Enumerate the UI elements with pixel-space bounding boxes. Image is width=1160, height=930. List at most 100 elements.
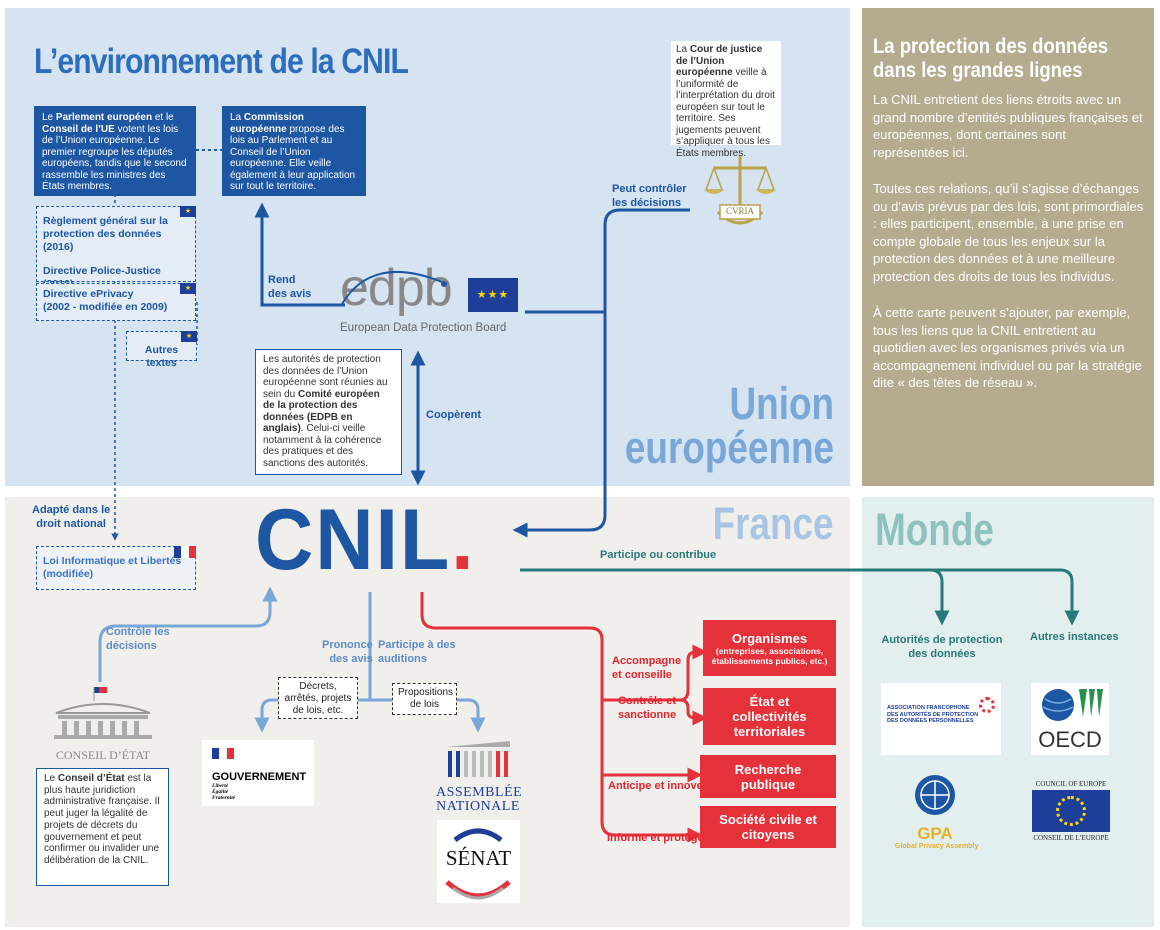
assemblee-text: ASSEMBLÉE NATIONALE (436, 786, 522, 814)
autorites-line1: Autorités de protection (881, 634, 1003, 646)
autres-textes-box: ★ Autres textes (126, 331, 197, 369)
informe-label: Informe et protège (607, 832, 704, 844)
conseil-desc-text: est la plus haute juridiction administra… (44, 773, 160, 866)
rend-avis-arrow (254, 202, 345, 307)
parlement-text: votent les lois de l’Union européenne. L… (42, 123, 187, 193)
sidebar-panel (862, 8, 1154, 486)
assemblee-arrow (370, 698, 486, 733)
coe-flag-icon (1032, 790, 1110, 832)
conseil-desc-name: Conseil d’État (57, 773, 125, 784)
commission-name: Commission européenne (230, 112, 304, 135)
parlement-name: Parlement européen (55, 112, 153, 123)
controle-sanct-line2: sanctionne (618, 709, 677, 721)
conseil-ue-name: Conseil de l’UE (42, 123, 115, 135)
edpb-swoosh-icon (341, 271, 447, 305)
region-ue-line1: Union (729, 378, 834, 429)
afapdp-logo: ASSOCIATION FRANCOPHONE DES AUTORITÉS DE… (881, 683, 1001, 755)
peut-controler-line1: Peut contrôler (612, 183, 687, 195)
commission-text: La (230, 112, 244, 123)
societe-civile-box: Société civile et citoyens (700, 806, 836, 848)
etat-line2: collectivités (732, 709, 807, 724)
gpa-logo: GPA Global Privacy Assembly (895, 770, 979, 860)
controle-sanct-line1: Contrôle et (618, 695, 677, 707)
parlement-box: Le Parlement européen et le Conseil de l… (34, 106, 196, 196)
controle-line1: Contrôle les (106, 626, 170, 638)
adapte-line2: droit national (36, 518, 106, 530)
assemblee-building-icon (446, 741, 510, 777)
peut-controler-label: Peut contrôler les décisions (612, 182, 687, 210)
adapte-label: Adapté dans le droit national (32, 503, 110, 531)
gpa-text: GPA (917, 824, 953, 843)
sidebar-title-line2: dans les grandes lignes (873, 59, 1083, 82)
etat-line3: territoriales (733, 724, 806, 739)
red-main-arrow (420, 592, 703, 843)
adapte-line1: Adapté dans le (32, 504, 111, 516)
sidebar-title-line1: La protection des données (873, 35, 1109, 58)
peut-controler-line2: les décisions (612, 197, 682, 209)
globe-icon (1042, 689, 1103, 721)
autorites-line2: des données (908, 648, 976, 660)
loi-modifiee: (modifiée) (43, 568, 94, 580)
societe-line2: citoyens (741, 827, 795, 842)
assemblee-line2: NATIONALE (436, 799, 520, 814)
eprivacy-box: ★ Directive ePrivacy (2002 - modifiée en… (36, 283, 196, 321)
parlement-text: Le (42, 112, 56, 123)
conseil-etat-logo: CONSEIL D’ÉTAT (48, 685, 158, 765)
recherche-line2: publique (740, 776, 796, 792)
conseil-etat-building-icon (54, 687, 152, 739)
cour-text: La (676, 44, 690, 55)
fr-flag-icon (174, 546, 196, 558)
edpb-name: European Data Protection Board (340, 322, 507, 334)
eprivacy-date: (2002 - modifiée en 2009) (43, 301, 168, 313)
edpb-logo-text: edpb (340, 259, 453, 317)
scales-icon (704, 156, 776, 225)
cnil-logo: CNIL. (255, 495, 475, 585)
senat-logo: SÉNAT (437, 820, 520, 903)
conseil-etat-text: CONSEIL D’ÉTAT (55, 748, 151, 762)
cour-text: veille à l’uniformité de l’interprétatio… (676, 67, 775, 159)
sidebar-para-3: À cette carte peuvent s’ajouter, par exe… (873, 305, 1142, 390)
etat-line1: État et (749, 694, 790, 709)
etat-collectivites-box: État et collectivités territoriales (703, 688, 836, 745)
coe-bottom-text: CONSEIL DE L’EUROPE (1033, 834, 1109, 842)
prononce-label: Prononce des avis (322, 638, 373, 666)
assemblee-nationale-logo: ASSEMBLÉE NATIONALE (436, 737, 522, 814)
eu-flag-icon: ★ (180, 283, 196, 294)
page-title: L’environnement de la CNIL (34, 42, 409, 81)
anticipe-label: Anticipe et innove (608, 780, 703, 792)
loi-info-libertes-box: Loi Informatique et Libertés (modifiée) (36, 546, 196, 590)
senat-emblem-icon (445, 828, 511, 900)
recherche-line1: Recherche (734, 761, 802, 777)
organismes-box: Organismes (entreprises, associations, é… (703, 620, 836, 676)
organismes-subtitle: (entreprises, associations, établissemen… (711, 645, 828, 666)
coe-top-text: COUNCIL OF EUROPE (1035, 780, 1107, 788)
gpa-subtitle: Global Privacy Assembly (895, 843, 979, 850)
afapdp-line2: DES AUTORITÉS DE PROTECTION (887, 711, 979, 718)
controle-decisions-label: Contrôle les décisions (106, 625, 170, 653)
edpb-logo: edpb ★★★ European Data Protection Board (340, 262, 530, 340)
rend-label-1: Rend (268, 274, 296, 286)
rend-avis-label: Rend des avis (268, 273, 311, 301)
senat-text: SÉNAT (445, 846, 512, 870)
propositions-box: Propositions de lois (392, 683, 457, 715)
prononce-line2: des avis (329, 653, 373, 665)
region-ue-line2: européenne (624, 422, 834, 473)
organismes-title: Organismes (731, 630, 808, 646)
oecd-text: OECD (1038, 727, 1102, 752)
gouv-arrow (254, 698, 370, 733)
loi-text: Loi Informatique et Libertés (43, 555, 182, 567)
conseil-europe-logo: COUNCIL OF EUROPE CONSEIL DE L’EUROPE (1031, 780, 1111, 850)
sidebar-content: La protection des données dans les grand… (873, 35, 1145, 392)
edpb-desc-name: Comité européen de la protection des don… (263, 388, 380, 435)
edpb-description-box: Les autorités de protection des données … (255, 349, 402, 475)
participe-line1: Participe à des (378, 639, 456, 651)
monde-arrow (520, 568, 1080, 626)
marianne-icon (212, 748, 235, 759)
eu-flag-icon: ★ (181, 331, 197, 342)
cour-controle-arrow (512, 208, 690, 538)
recherche-box: Recherche publique (700, 755, 836, 798)
afapdp-emblem-icon (979, 697, 995, 713)
prononce-line1: Prononce (322, 639, 373, 651)
participe-contribue-label: Participe ou contribue (600, 549, 717, 561)
cnil-logo-dot: . (451, 492, 476, 588)
